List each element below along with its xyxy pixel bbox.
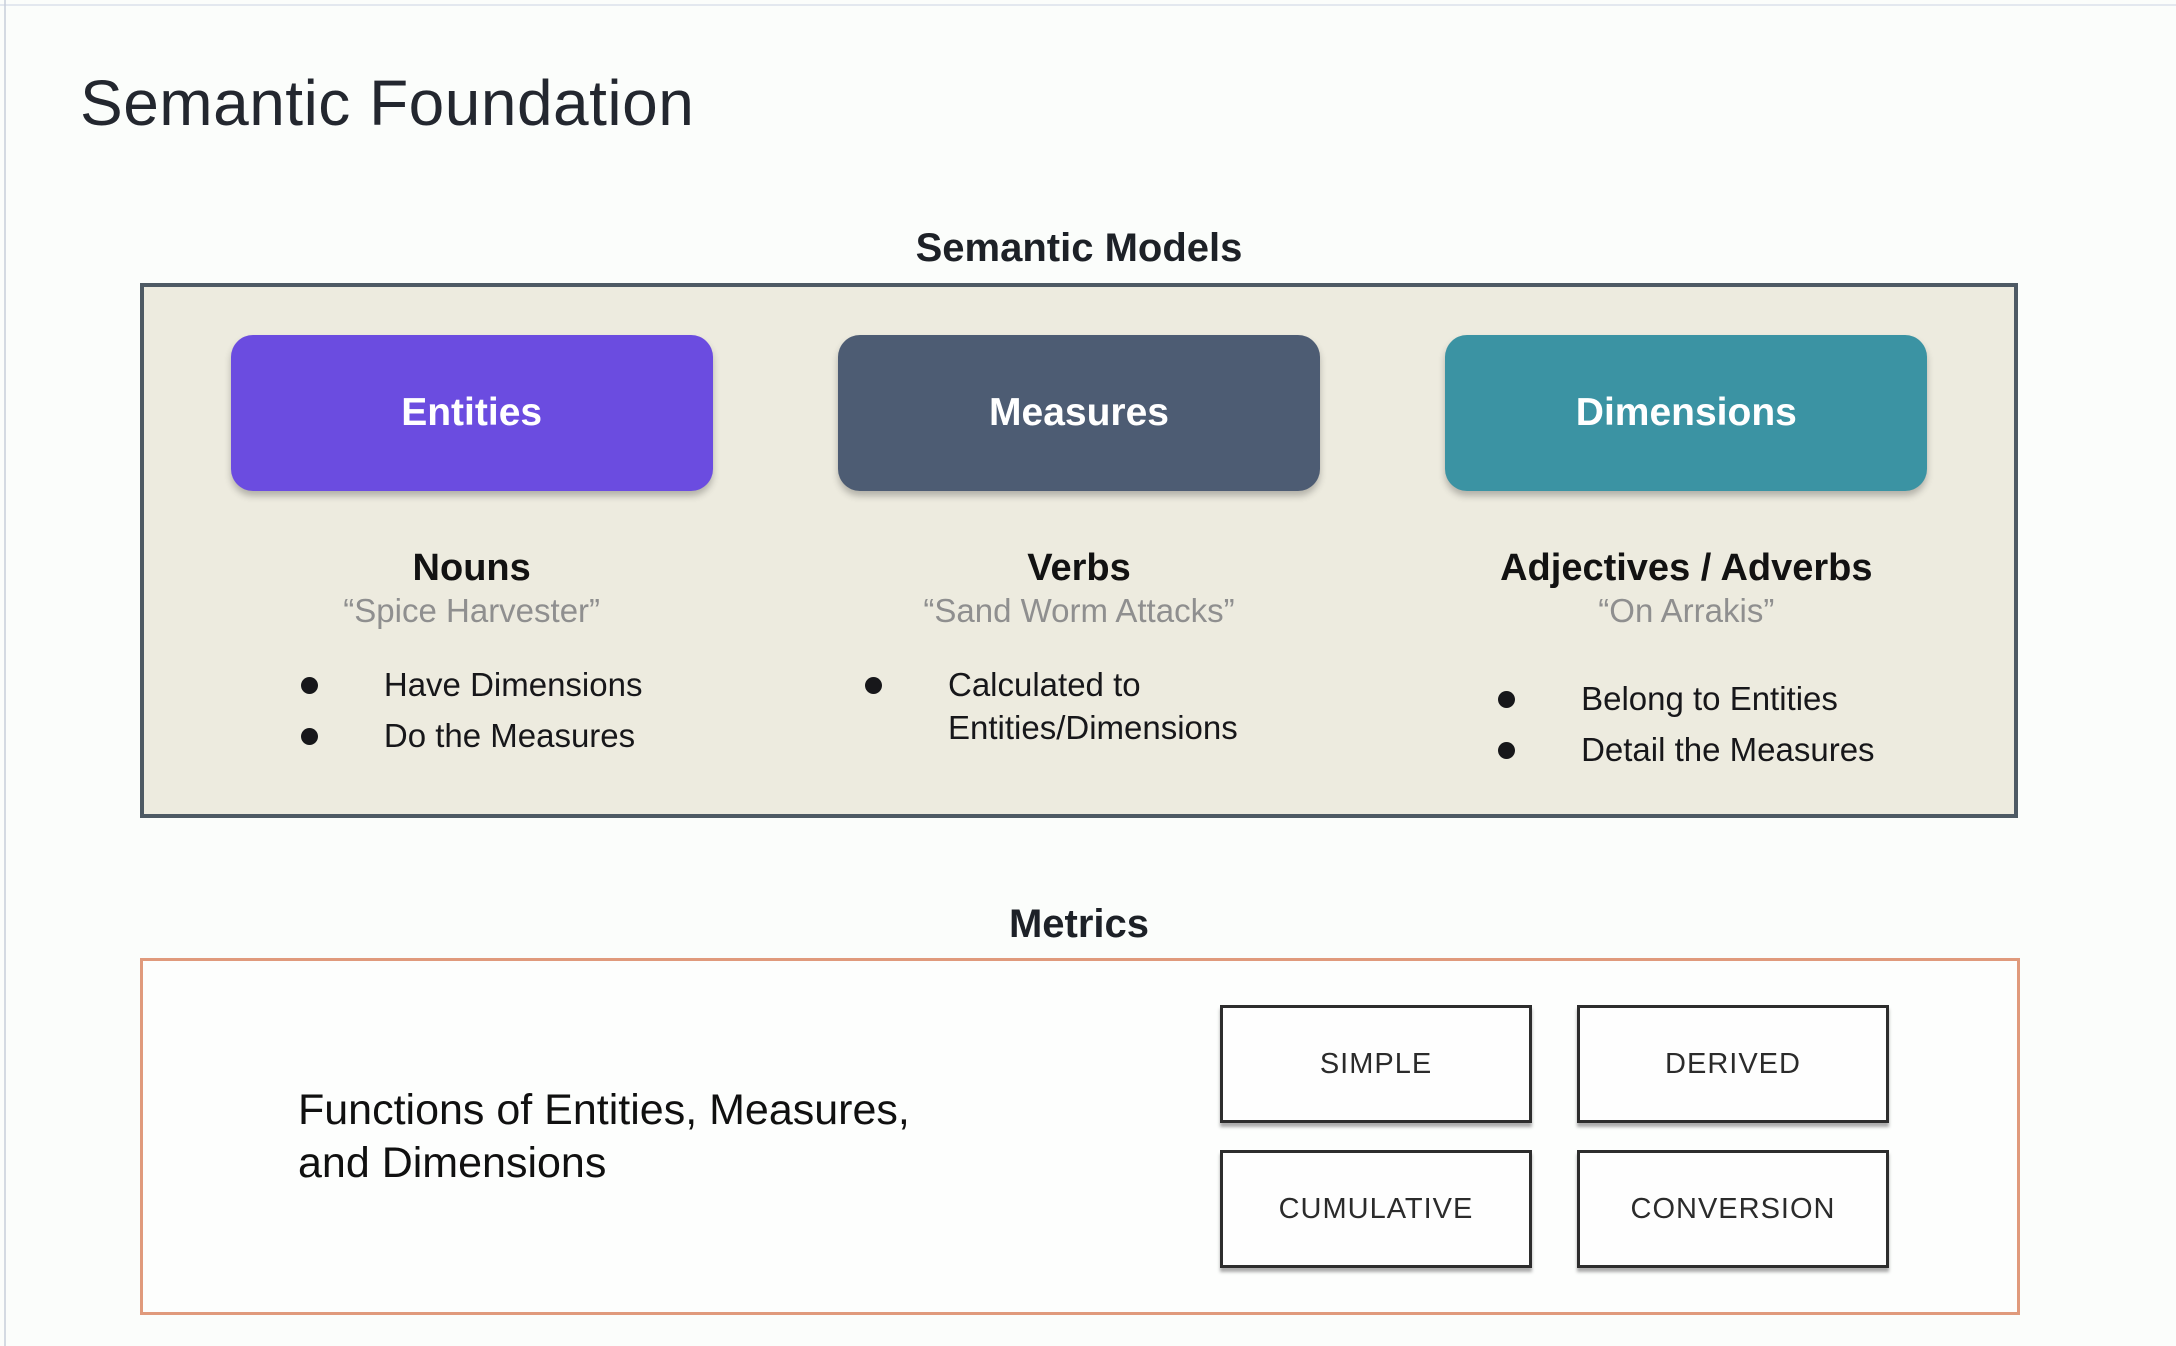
metric-type-grid: SIMPLE DERIVED CUMULATIVE CONVERSION <box>1220 1005 1889 1268</box>
bullet-text: Calculated to Entities/Dimensions <box>947 666 1238 746</box>
measures-heading: Verbs <box>1027 547 1131 589</box>
bullet-dot <box>1498 691 1516 708</box>
bullet-dot <box>1498 741 1516 759</box>
list-item: Do the Measures <box>300 715 643 758</box>
metric-type-simple: SIMPLE <box>1220 1005 1532 1123</box>
semantic-models-heading: Semantic Models <box>915 226 1243 270</box>
entities-quote: “Spice Harvester” <box>343 592 601 629</box>
entities-bullet-list: Have Dimensions Do the Measures <box>300 664 643 766</box>
bullet-dot <box>300 677 318 694</box>
bullet-text: Detail the Measures <box>1581 730 1875 768</box>
list-item: Belong to Entities <box>1498 678 1874 721</box>
dimensions-column: Dimensions Adjectives / Adverbs “On Arra… <box>1383 335 1990 814</box>
metric-type-derived: DERIVED <box>1577 1005 1889 1123</box>
window-left-edge <box>4 0 6 1346</box>
slide-title: Semantic Foundation <box>80 67 695 139</box>
bullet-dot <box>864 677 882 694</box>
entities-column: Entities Nouns “Spice Harvester” Have Di… <box>168 335 775 814</box>
list-item: Have Dimensions <box>300 664 643 707</box>
bullet-text: Have Dimensions <box>383 666 643 703</box>
dimensions-quote: “On Arrakis” <box>1598 592 1775 629</box>
measures-bullet-list: Calculated to Entities/Dimensions <box>864 664 1293 758</box>
dimensions-bullet-list: Belong to Entities Detail the Measures <box>1498 678 1875 780</box>
measures-button: Measures <box>837 335 1320 491</box>
window-top-edge <box>0 4 2176 6</box>
metrics-panel: Functions of Entities, Measures, and Dim… <box>140 958 2020 1315</box>
dimensions-heading: Adjectives / Adverbs <box>1500 547 1873 589</box>
bullet-text: Belong to Entities <box>1581 680 1838 717</box>
bullet-dot <box>300 727 318 745</box>
list-item: Calculated to Entities/Dimensions <box>864 664 1293 750</box>
metric-type-cumulative: CUMULATIVE <box>1220 1150 1532 1268</box>
entities-heading: Nouns <box>412 547 531 589</box>
dimensions-button: Dimensions <box>1445 335 1928 491</box>
semantic-models-panel: Entities Nouns “Spice Harvester” Have Di… <box>140 283 2018 818</box>
list-item: Detail the Measures <box>1498 729 1875 772</box>
measures-column: Measures Verbs “Sand Worm Attacks” Calcu… <box>775 335 1382 814</box>
metrics-description: Functions of Entities, Measures, and Dim… <box>298 1086 910 1187</box>
bullet-text: Do the Measures <box>383 716 636 754</box>
metric-type-conversion: CONVERSION <box>1577 1150 1889 1268</box>
metrics-heading: Metrics <box>1008 902 1150 946</box>
measures-quote: “Sand Worm Attacks” <box>923 592 1235 629</box>
entities-button: Entities <box>230 335 713 491</box>
